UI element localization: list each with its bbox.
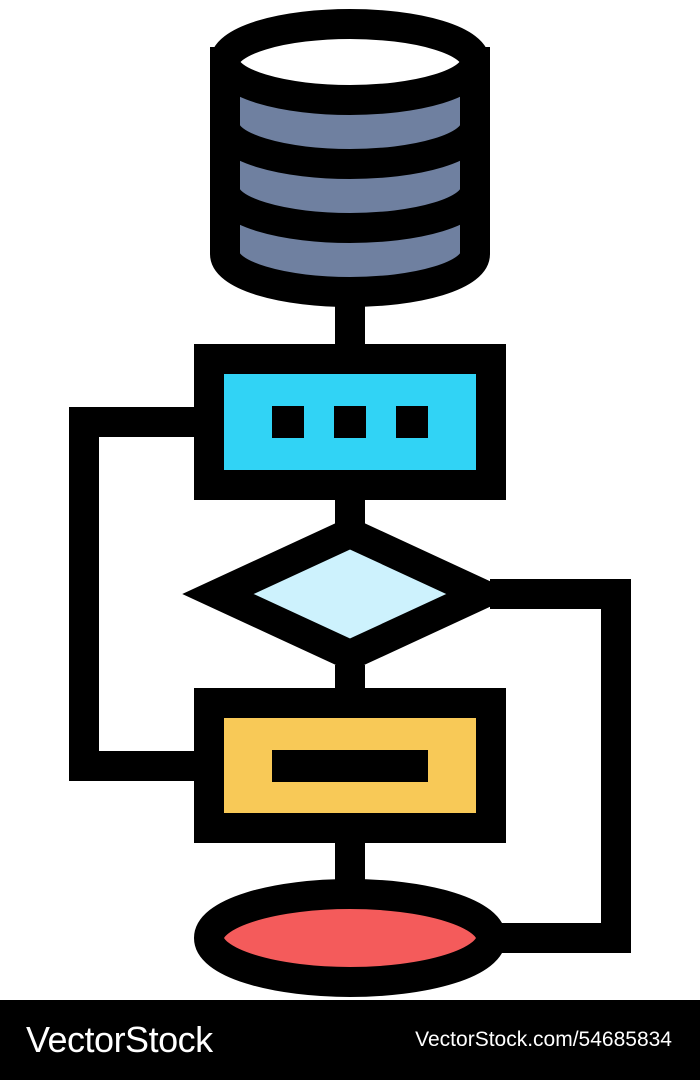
watermark-footer: VectorStock VectorStock.com/54685834: [0, 1000, 700, 1080]
database-top: [210, 9, 490, 115]
database-layer-divider-1: [210, 123, 490, 179]
process-box: [194, 344, 506, 500]
right-loop-connector: [490, 579, 631, 953]
database-flowchart-icon: [69, 9, 631, 997]
terminator-ellipse: [194, 879, 506, 997]
left-loop-connector: [69, 407, 196, 781]
dot-1: [272, 406, 304, 438]
dot-2: [334, 406, 366, 438]
action-box: [194, 688, 506, 843]
action-bar: [272, 750, 428, 782]
dot-3: [396, 406, 428, 438]
database-icon: [210, 9, 490, 307]
database-layer-divider-2: [210, 187, 490, 243]
decision-diamond: [182, 516, 518, 672]
vectorstock-logo: VectorStock: [26, 1019, 213, 1060]
stock-image-id: VectorStock.com/54685834: [415, 1028, 672, 1051]
